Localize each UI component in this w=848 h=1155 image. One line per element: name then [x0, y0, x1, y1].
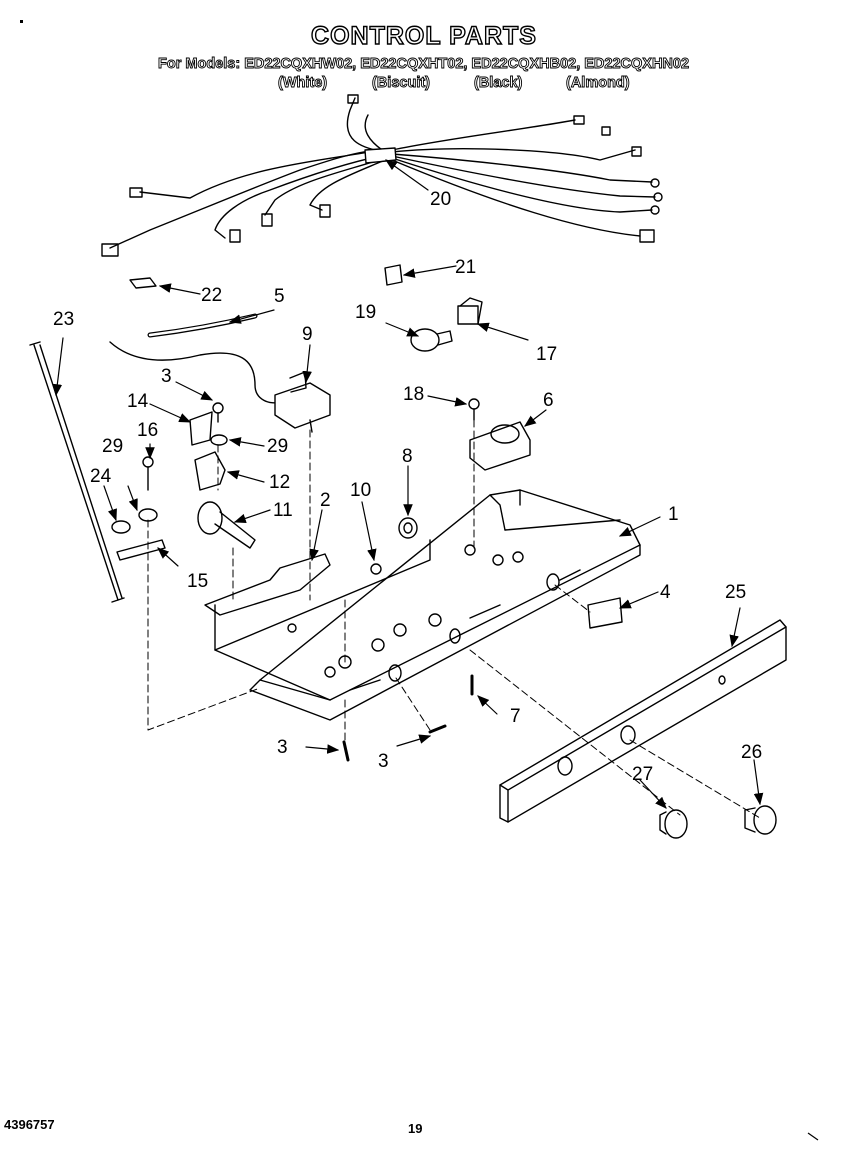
- page-number: 19: [408, 1121, 423, 1136]
- control-9: [274, 371, 331, 433]
- callout-14: 14: [127, 391, 149, 412]
- damper-control-6: [469, 421, 531, 471]
- callout-24: 24: [90, 466, 112, 487]
- bracket-4: [587, 597, 623, 629]
- grommet-8: [398, 517, 418, 539]
- callout-1: 1: [668, 504, 679, 525]
- callout-11: 11: [273, 500, 293, 521]
- callout-5: 5: [274, 286, 285, 307]
- light-bulb-19: [410, 328, 453, 352]
- callout-20: 20: [430, 189, 451, 210]
- washer-29a: [210, 434, 228, 446]
- callout-29b: 29: [102, 436, 123, 457]
- page-title: CONTROL PARTS: [310, 21, 537, 50]
- knob-26: [744, 805, 777, 835]
- bracket-15: [116, 539, 166, 561]
- callout-3a: 3: [161, 366, 172, 387]
- wire-harness: [101, 94, 663, 257]
- callout-8: 8: [402, 446, 413, 467]
- callout-26: 26: [741, 742, 762, 763]
- control-panel-25: [499, 619, 787, 823]
- bracket-2: [204, 553, 331, 616]
- capillary-line: [109, 341, 281, 404]
- callout-16: 16: [137, 420, 158, 441]
- callout-27: 27: [632, 764, 653, 785]
- washer-29b: [138, 508, 158, 522]
- callout-10: 10: [350, 480, 371, 501]
- knob-27: [659, 809, 688, 839]
- callout-22: 22: [201, 285, 222, 306]
- callout-9: 9: [302, 324, 313, 345]
- leader-arrows: [52, 159, 764, 809]
- finish-white: (White): [278, 75, 328, 92]
- bracket-14: [189, 411, 213, 446]
- finish-biscuit: (Biscuit): [372, 75, 431, 92]
- finish-black: (Black): [474, 75, 523, 92]
- callout-3c: 3: [378, 751, 389, 772]
- callout-7: 7: [510, 706, 521, 727]
- document-number: 4396757: [4, 1117, 55, 1132]
- clip-22: [129, 277, 157, 289]
- callout-4: 4: [660, 582, 671, 603]
- control-housing-1: [214, 489, 641, 721]
- light-socket-17: [457, 297, 483, 325]
- finish-almond: (Almond): [566, 75, 631, 92]
- callout-18: 18: [403, 384, 424, 405]
- screws: [142, 398, 480, 762]
- callout-21: 21: [455, 257, 476, 278]
- callout-12: 12: [269, 472, 290, 493]
- callout-23: 23: [53, 309, 74, 330]
- callout-6: 6: [543, 390, 554, 411]
- callout-3b: 3: [277, 737, 288, 758]
- shaft-11: [197, 501, 256, 549]
- clip-21: [384, 264, 403, 286]
- callout-25: 25: [725, 582, 746, 603]
- assembly-lines: [147, 419, 761, 819]
- callout-numbers: 20 21 22 5 23 19 9 17 3 14 18 6 16 29 29…: [53, 189, 762, 785]
- corner-mark: [20, 20, 23, 23]
- callout-29a: 29: [267, 436, 288, 457]
- bracket-12: [194, 451, 226, 491]
- washer-24: [111, 520, 131, 534]
- callout-15: 15: [187, 571, 208, 592]
- callout-2: 2: [320, 490, 331, 511]
- callout-19: 19: [355, 302, 376, 323]
- corner-mark: [807, 1132, 819, 1141]
- models-line: For Models: ED22CQXHW02, ED22CQXHT02, ED…: [158, 56, 690, 73]
- callout-17: 17: [536, 344, 557, 365]
